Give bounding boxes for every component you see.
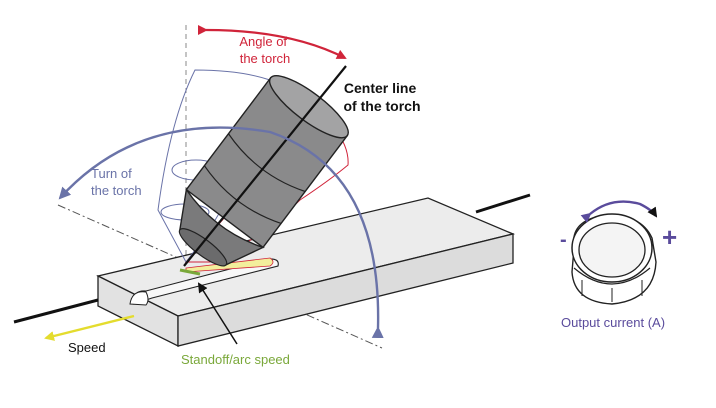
angle-label-line1: Angle of — [239, 34, 287, 49]
output-current-knob — [571, 213, 657, 305]
angle-arrow — [197, 24, 347, 59]
knob-rotation-arrow — [580, 200, 658, 223]
minus-sign: - — [560, 229, 567, 251]
turn-label-line2: the torch — [91, 183, 142, 198]
center-line-label-line1: Center line — [344, 80, 417, 96]
output-current-label: Output current (A) — [561, 315, 665, 330]
turn-label-line1: Turn of — [91, 166, 132, 181]
turn-arrow — [58, 126, 384, 339]
standoff-label: Standoff/arc speed — [181, 352, 290, 367]
center-line-label: Center line of the torch — [344, 80, 421, 114]
angle-label: Angle of the torch — [239, 34, 290, 66]
wire-line-left — [13, 298, 99, 324]
speed-label: Speed — [68, 340, 106, 355]
plus-sign: + — [662, 222, 677, 252]
speed-arrow — [44, 314, 135, 341]
standoff-pointer-arrow — [197, 282, 238, 345]
workpiece-block — [96, 197, 516, 348]
wire-line-right — [475, 193, 531, 214]
center-line-label-line2: of the torch — [344, 98, 421, 114]
turn-label: Turn of the torch — [91, 166, 142, 198]
angle-label-line2: the torch — [240, 51, 291, 66]
